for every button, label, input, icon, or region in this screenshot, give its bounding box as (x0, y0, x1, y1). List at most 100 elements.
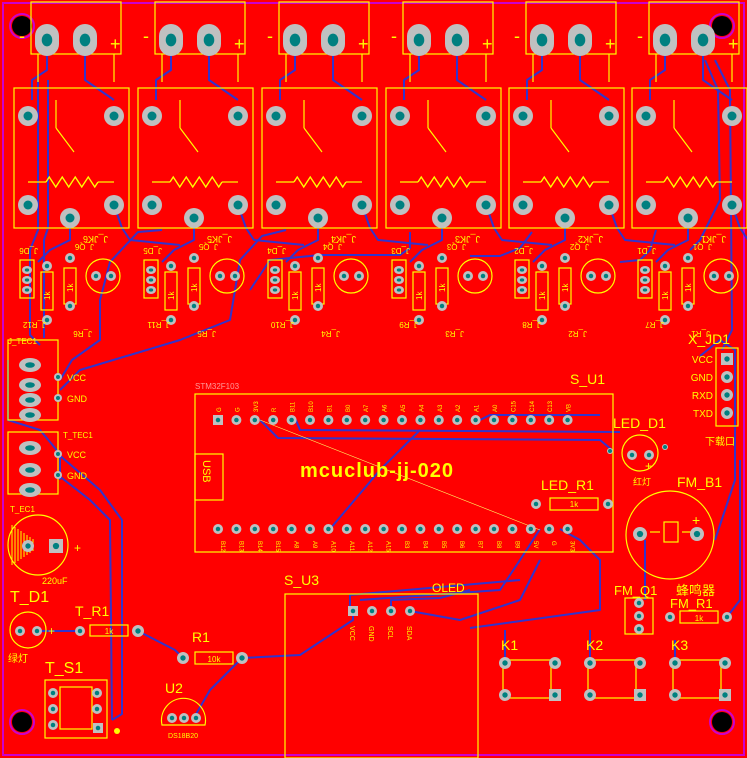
pad-hole (502, 660, 508, 666)
trace (329, 429, 421, 530)
pad-hole (252, 417, 258, 423)
relay-body (261, 87, 378, 229)
key-outline (672, 659, 722, 699)
mcu-pin-label: A5 (401, 404, 407, 412)
mcu-pin-label: A4 (419, 404, 425, 412)
led-outline (9, 611, 47, 649)
mcu-pin-label: A11 (348, 541, 354, 552)
trace (619, 229, 657, 263)
mcu-pin-label: G (550, 541, 556, 546)
resistor-outline (679, 610, 719, 624)
resistor-label: T_R1 (75, 603, 109, 619)
pad-hole (56, 473, 60, 477)
led-note: 绿灯 (8, 652, 28, 665)
minus-sign: - (267, 26, 273, 46)
transistor-outline (143, 259, 159, 299)
trace (259, 419, 613, 451)
pad-hole (629, 452, 635, 458)
screw-terminal (154, 1, 246, 55)
trace (285, 218, 319, 263)
pad-hole (413, 33, 425, 47)
pad-hole (519, 288, 525, 292)
relay-body (13, 87, 130, 229)
pad-hole (239, 655, 245, 661)
trace (361, 204, 429, 246)
pad-hole (536, 33, 548, 47)
plus-sign: + (48, 624, 55, 638)
mcu-pin-label: 3V3 (569, 541, 575, 552)
pad-hole (480, 273, 486, 279)
resistor-value: 1k (538, 291, 547, 300)
led-outline (85, 258, 121, 294)
pad-hole (65, 213, 75, 223)
trace (359, 528, 541, 601)
pin1-dot (114, 728, 120, 734)
transistor-label: J_Q3 (446, 242, 466, 251)
pad-hole (693, 530, 701, 538)
pad-hole (642, 288, 648, 292)
pad-hole (148, 288, 154, 292)
mount-hole (712, 712, 732, 732)
trace (43, 80, 49, 338)
mcu-pin-label: A15 (385, 541, 391, 552)
pad-hole (663, 445, 667, 449)
header-pin-label: RXD (692, 391, 713, 402)
pad-hole (396, 278, 402, 282)
trace (469, 528, 601, 629)
pad-hole (726, 273, 732, 279)
resistor-label: J_R4 (321, 329, 340, 338)
pad-hole (395, 200, 405, 210)
pad-hole (24, 268, 30, 272)
minus-sign: - (637, 26, 643, 46)
mcu-pin-label: G (217, 407, 223, 412)
pad-hole (344, 417, 350, 423)
pad-hole (189, 213, 199, 223)
mcu-pin-label: A6 (383, 404, 389, 412)
pad-hole (683, 213, 693, 223)
trace (59, 229, 287, 391)
capacitor-label: T_EC1 (10, 505, 35, 514)
pad-hole (574, 33, 586, 47)
pad-hole (135, 628, 141, 634)
resistor-label: J_R1 (691, 329, 710, 338)
trace (479, 414, 600, 421)
pad-hole (292, 317, 298, 323)
pad-hole (108, 273, 114, 279)
pad-hole (357, 200, 367, 210)
capacitor-outline (7, 514, 69, 576)
pad-hole (636, 530, 644, 538)
mcu-pin-label: B14 (256, 541, 262, 552)
resistor-value: 1k (695, 614, 704, 623)
resistor-label: J_R5 (197, 329, 216, 338)
resistor-label: J_R6 (73, 329, 92, 338)
trace (731, 204, 747, 241)
pad-hole (539, 263, 545, 269)
buzzer-label: FM_B1 (677, 474, 722, 490)
pad-hole (667, 614, 673, 620)
mount-hole-ring (709, 709, 735, 735)
led-note: 红灯 (633, 476, 651, 487)
pad-hole (546, 526, 552, 532)
mcu-pin-label: A1 (475, 404, 481, 412)
minus-sign: - (514, 26, 520, 46)
resistor-label: J_R2 (568, 329, 587, 338)
pad-hole (528, 526, 534, 532)
resistor-value: 1k (190, 283, 199, 292)
mcu-pin-label: R (272, 407, 278, 412)
led-outline (333, 258, 369, 294)
pad-hole (685, 303, 691, 309)
pad-hole (587, 660, 593, 666)
oled-pin-label: VCC (348, 626, 355, 641)
transistor-label: J_Q6 (74, 242, 94, 251)
resistor-outline (40, 271, 54, 311)
pad-hole (50, 722, 56, 728)
mcu-pin-label: G (235, 407, 241, 412)
pad-hole (588, 273, 594, 279)
pad-hole (292, 263, 298, 269)
pad-hole (396, 268, 402, 272)
resistor-value: 1k (105, 627, 114, 636)
mcu-pin-label: B11 (291, 401, 297, 412)
pad-hole (565, 417, 570, 423)
pad-hole (165, 33, 177, 47)
